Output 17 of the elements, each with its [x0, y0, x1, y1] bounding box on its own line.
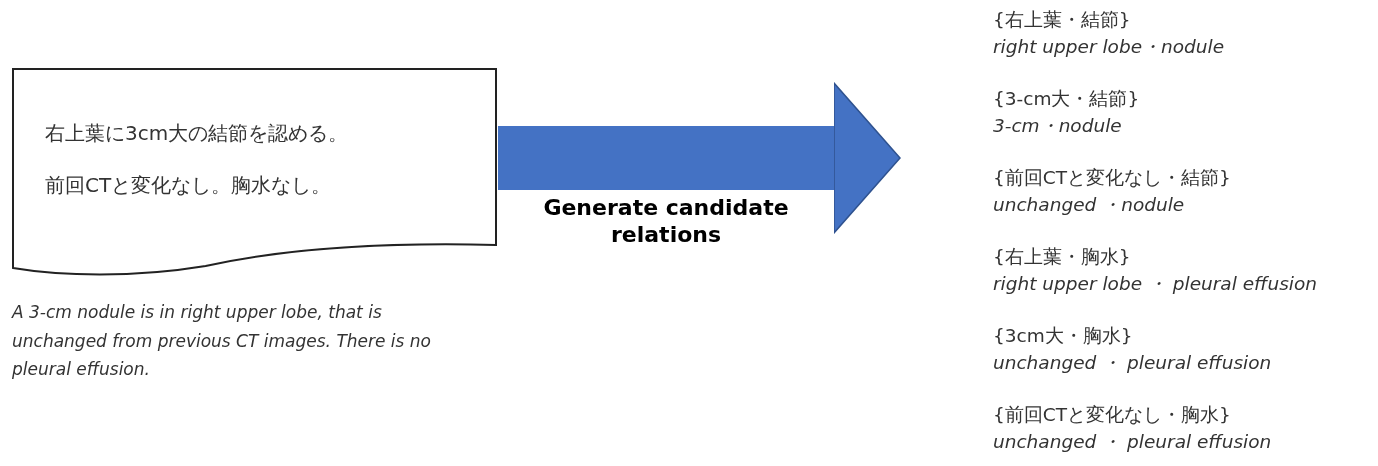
relation-translation-text: unchanged ・nodule: [993, 193, 1185, 217]
relation-pair-text: {右上葉・結節}: [993, 8, 1131, 32]
relation-translation-text: unchanged ・ pleural effusion: [993, 351, 1272, 375]
report-text: 右上葉に3cm大の結節を認める。: [45, 120, 349, 146]
relation-translation-text: right upper lobe ・ pleural effusion: [993, 272, 1317, 296]
relation-pair-text: {3-cm大・結節}: [993, 87, 1140, 111]
relation-pair-text: {前回CTと変化なし・胸水}: [993, 403, 1231, 427]
relation-pair-text: {右上葉・胸水}: [993, 245, 1131, 269]
relation-pair-text: {前回CTと変化なし・結節}: [993, 166, 1231, 190]
caption-text: A 3-cm nodule is in right upper lobe, that is unchanged from previous CT images. There is no pleural effusion.: [12, 301, 432, 381]
relation-translation-text: 3-cm・nodule: [993, 114, 1122, 138]
relation-pair-text: {3cm大・胸水}: [993, 324, 1133, 348]
relation-translation-text: right upper lobe・nodule: [993, 35, 1225, 59]
edge-label: Generate candidate relations: [542, 194, 790, 248]
block-arrow: [498, 82, 901, 234]
report-text: 前回CTと変化なし。胸水なし。: [45, 172, 332, 198]
relation-translation-text: unchanged ・ pleural effusion: [993, 430, 1272, 454]
